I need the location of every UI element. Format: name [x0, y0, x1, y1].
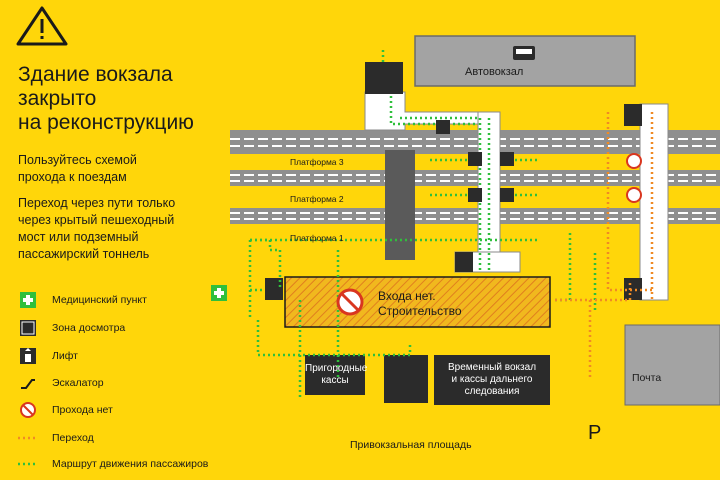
crossing-line-icon — [18, 429, 38, 447]
construction-label: Входа нет. Строительство — [378, 289, 462, 319]
route-line-icon — [18, 455, 38, 473]
page-title: Здание вокзала закрыто на реконструкцию — [18, 63, 238, 135]
legend-route: Маршрут движения пассажиров — [18, 455, 208, 473]
crossing-route — [555, 112, 654, 380]
bus-icon — [513, 46, 535, 60]
rule-line: пассажирский тоннель — [18, 247, 150, 261]
legend-label: Прохода нет — [52, 404, 113, 416]
construction-line: Входа нет. — [378, 289, 436, 303]
escalator-icon — [18, 374, 38, 392]
medical-icon — [211, 285, 227, 301]
instruction-line: Пользуйтесь схемой — [18, 153, 137, 167]
instruction-line: прохода к поездам — [18, 170, 127, 184]
temporary-station — [434, 355, 550, 405]
rule-line: Переход через пути только — [18, 196, 176, 210]
legend-label: Зона досмотра — [52, 322, 126, 334]
medical-icon — [18, 291, 38, 309]
bus-station-building — [414, 35, 636, 87]
inspection-icon — [18, 319, 38, 337]
platform-1-label: Платформа 1 — [290, 233, 344, 243]
elevator-icon — [18, 347, 38, 365]
title-line: на реконструкцию — [18, 111, 194, 134]
legend-medical: Медицинский пункт — [18, 291, 147, 309]
legend-escalator: Эскалатор — [18, 374, 104, 392]
construction-area — [284, 276, 551, 328]
inspection-zone — [384, 355, 428, 403]
rule-line: мост или подземный — [18, 230, 139, 244]
suburban-ticket-office — [305, 355, 365, 395]
construction-line: Строительство — [378, 304, 462, 318]
temporary-line: следования — [464, 386, 520, 397]
suburban-line: Пригородные — [305, 363, 368, 374]
legend-crossing: Переход — [18, 429, 94, 447]
elevator-icon — [468, 152, 482, 202]
instruction-text: Пользуйтесь схемой прохода к поездам — [18, 152, 218, 186]
temporary-line: Временный вокзал — [447, 362, 537, 373]
railway-tracks — [230, 130, 720, 224]
legend-label: Лифт — [52, 350, 78, 362]
platform-3-label: Платформа 3 — [290, 157, 344, 167]
passenger-route — [248, 50, 597, 400]
legend-elevator: Лифт — [18, 347, 78, 365]
rule-line: через крытый пешеходный — [18, 213, 175, 227]
suburban-line: кассы — [321, 375, 349, 386]
platform-2-label: Платформа 2 — [290, 194, 344, 204]
parking-label: P — [588, 422, 602, 444]
title-line: закрыто — [18, 87, 97, 110]
post-office-label: Почта — [632, 372, 662, 384]
legend-label: Переход — [52, 432, 94, 444]
stairs — [265, 62, 642, 300]
legend-label: Эскалатор — [52, 377, 104, 389]
legend-label: Маршрут движения пассажиров — [52, 458, 209, 470]
warning-icon — [16, 6, 68, 46]
suburban-ticket-label: Пригородные кассы — [305, 363, 368, 387]
legend-no-entry: Прохода нет — [18, 401, 113, 419]
legend-label: Медицинский пункт — [52, 294, 147, 306]
post-office-building — [624, 324, 720, 406]
temporary-station-label: Временный вокзал и кассы дальнего следов… — [434, 362, 550, 398]
title-line: Здание вокзала — [18, 63, 173, 86]
bus-station-label: Автовокзал — [465, 66, 524, 78]
crossing-rule-text: Переход через пути только через крытый п… — [18, 195, 228, 263]
temporary-line: и кассы дальнего — [451, 374, 533, 385]
underground-tunnel — [385, 150, 415, 260]
no-entry-icon — [18, 401, 38, 419]
escalator-icon — [436, 120, 514, 202]
legend-inspection: Зона досмотра — [18, 319, 125, 337]
square-label: Привокзальная площадь — [350, 439, 472, 451]
no-entry-icon — [336, 153, 642, 316]
